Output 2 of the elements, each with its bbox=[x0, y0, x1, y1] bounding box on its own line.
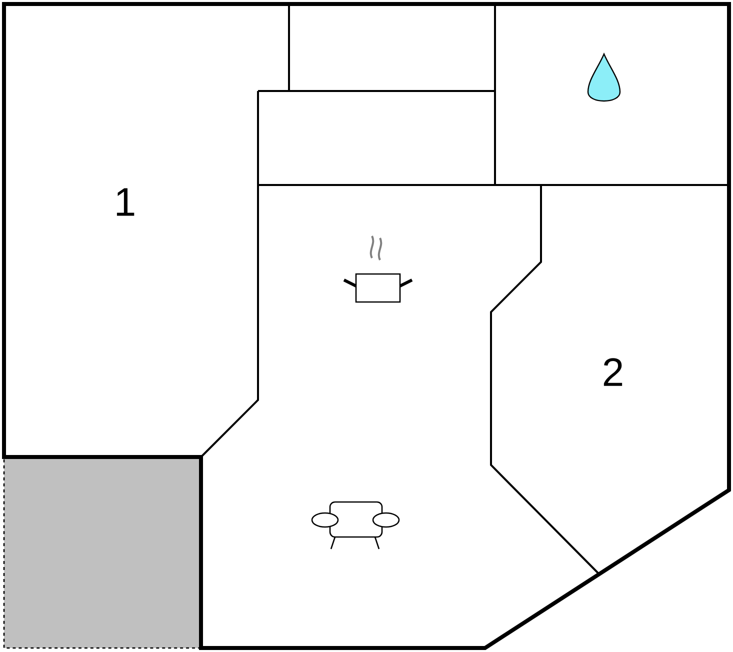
room-number: 2 bbox=[604, 358, 622, 386]
room-number: 1 bbox=[116, 188, 134, 216]
